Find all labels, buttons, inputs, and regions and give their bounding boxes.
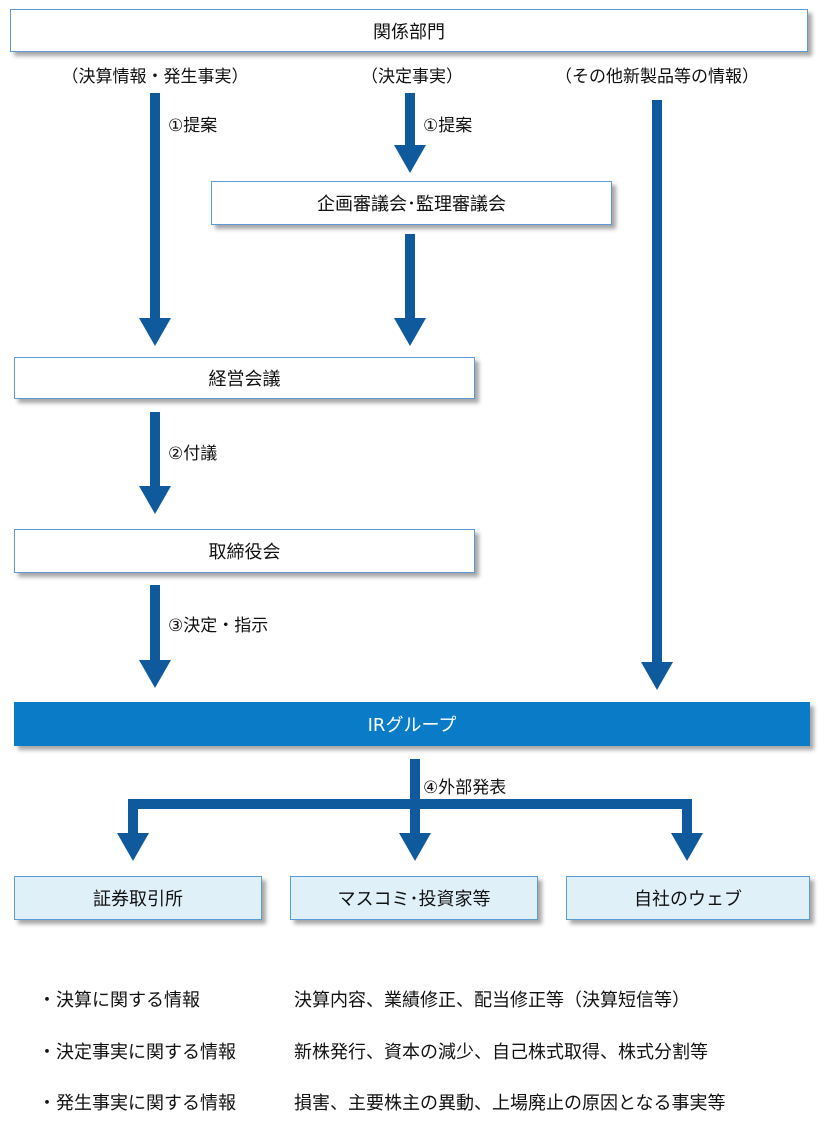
arrow-dist-right-head bbox=[671, 833, 703, 861]
arrow-agenda-shaft bbox=[150, 412, 160, 486]
arrow-publish-shaft bbox=[410, 759, 420, 833]
arrow-dist-right-shaft bbox=[682, 799, 692, 833]
box-board-label: 取締役会 bbox=[208, 542, 281, 563]
legend-description: 新株発行、資本の減少、自己株式取得、株式分割等 bbox=[294, 1042, 708, 1063]
legend-category: ・決定事実に関する情報 bbox=[38, 1042, 236, 1063]
source-label-middle: （決定事実） bbox=[361, 67, 463, 87]
arrow-right-shaft bbox=[652, 100, 662, 662]
arrow-agenda-head bbox=[139, 486, 171, 514]
box-company-website-label: 自社のウェブ bbox=[634, 889, 742, 910]
box-ir-group-label: IRグループ bbox=[367, 715, 457, 736]
box-related-departments-label: 関係部門 bbox=[373, 21, 445, 43]
legend-category: ・決算に関する情報 bbox=[38, 990, 200, 1011]
box-planning-audit-label: 企画審議会･監理審議会 bbox=[317, 194, 506, 215]
box-media-investors: マスコミ･投資家等 bbox=[290, 876, 538, 920]
arrow-mid-top-shaft bbox=[405, 93, 415, 145]
step-external-announcement: ④外部発表 bbox=[423, 778, 507, 798]
arrow-decide-shaft bbox=[150, 585, 160, 660]
legend-description: 決算内容、業績修正、配当修正等（決算短信等） bbox=[294, 990, 690, 1011]
arrow-publish-bar bbox=[128, 799, 692, 809]
box-management-meeting: 経営会議 bbox=[14, 357, 475, 399]
box-company-website: 自社のウェブ bbox=[566, 876, 810, 920]
box-management-meeting-label: 経営会議 bbox=[208, 369, 281, 390]
arrow-left-head bbox=[139, 318, 171, 346]
arrow-right-head bbox=[641, 662, 673, 690]
box-planning-audit-council: 企画審議会･監理審議会 bbox=[211, 181, 612, 225]
arrow-left-shaft bbox=[150, 93, 160, 318]
step-agenda: ②付議 bbox=[168, 444, 218, 464]
step-propose-middle: ①提案 bbox=[423, 116, 473, 136]
source-label-left: （決算情報・発生事実） bbox=[61, 67, 249, 87]
arrow-dist-left-head bbox=[117, 833, 149, 861]
arrow-mid-bottom-shaft bbox=[405, 234, 415, 318]
arrow-dist-left-shaft bbox=[128, 799, 138, 833]
box-stock-exchange: 証券取引所 bbox=[14, 876, 262, 920]
legend-category: ・発生事実に関する情報 bbox=[38, 1093, 236, 1114]
box-ir-group: IRグループ bbox=[14, 702, 810, 746]
arrow-dist-mid-head bbox=[399, 833, 431, 861]
box-media-investors-label: マスコミ･投資家等 bbox=[337, 889, 491, 910]
box-board-of-directors: 取締役会 bbox=[14, 529, 475, 573]
arrow-mid-top-head bbox=[394, 145, 426, 173]
legend-description: 損害、主要株主の異動、上場廃止の原因となる事実等 bbox=[294, 1093, 726, 1114]
step-decide-instruct: ③決定・指示 bbox=[168, 616, 269, 636]
arrow-mid-bottom-head bbox=[394, 318, 426, 346]
source-label-right: （その他新製品等の情報） bbox=[555, 67, 759, 87]
arrow-decide-head bbox=[139, 660, 171, 688]
step-propose-left: ①提案 bbox=[168, 116, 218, 136]
box-related-departments: 関係部門 bbox=[10, 9, 808, 52]
box-stock-exchange-label: 証券取引所 bbox=[93, 889, 183, 910]
